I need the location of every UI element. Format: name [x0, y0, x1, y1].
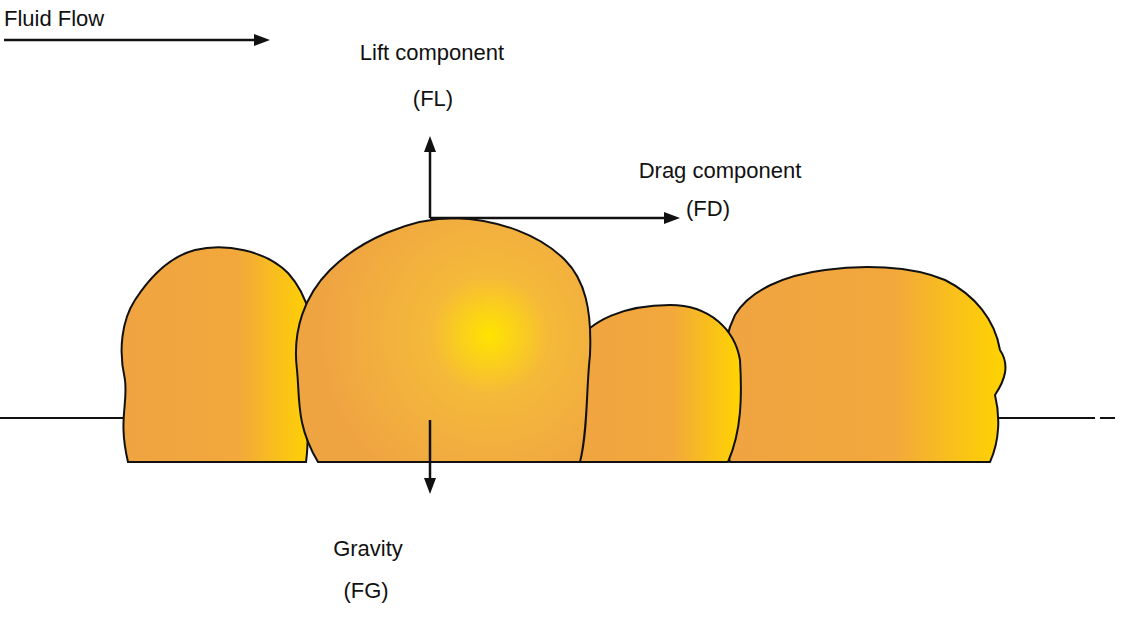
- grain: [724, 267, 1006, 462]
- arrow-head: [664, 212, 680, 224]
- bed-line-dash: [1100, 417, 1115, 419]
- flow-arrow: [4, 39, 256, 42]
- force-symbol: (FG): [343, 578, 388, 604]
- drag-arrow: [430, 217, 666, 220]
- force-symbol: (FD): [686, 196, 730, 222]
- arrow-head: [424, 136, 436, 152]
- arrow-head: [254, 34, 270, 46]
- force-name: Drag component: [639, 158, 802, 184]
- arrow-head: [424, 478, 436, 494]
- force-symbol: (FL): [413, 86, 453, 112]
- flow-label: Fluid Flow: [4, 6, 104, 32]
- grain: [568, 305, 741, 462]
- grain: [122, 247, 315, 462]
- force-name: Lift component: [360, 40, 504, 66]
- lift-arrow: [429, 150, 432, 218]
- grain: [296, 218, 590, 462]
- gravity-arrow: [429, 420, 432, 480]
- force-name: Gravity: [333, 536, 403, 562]
